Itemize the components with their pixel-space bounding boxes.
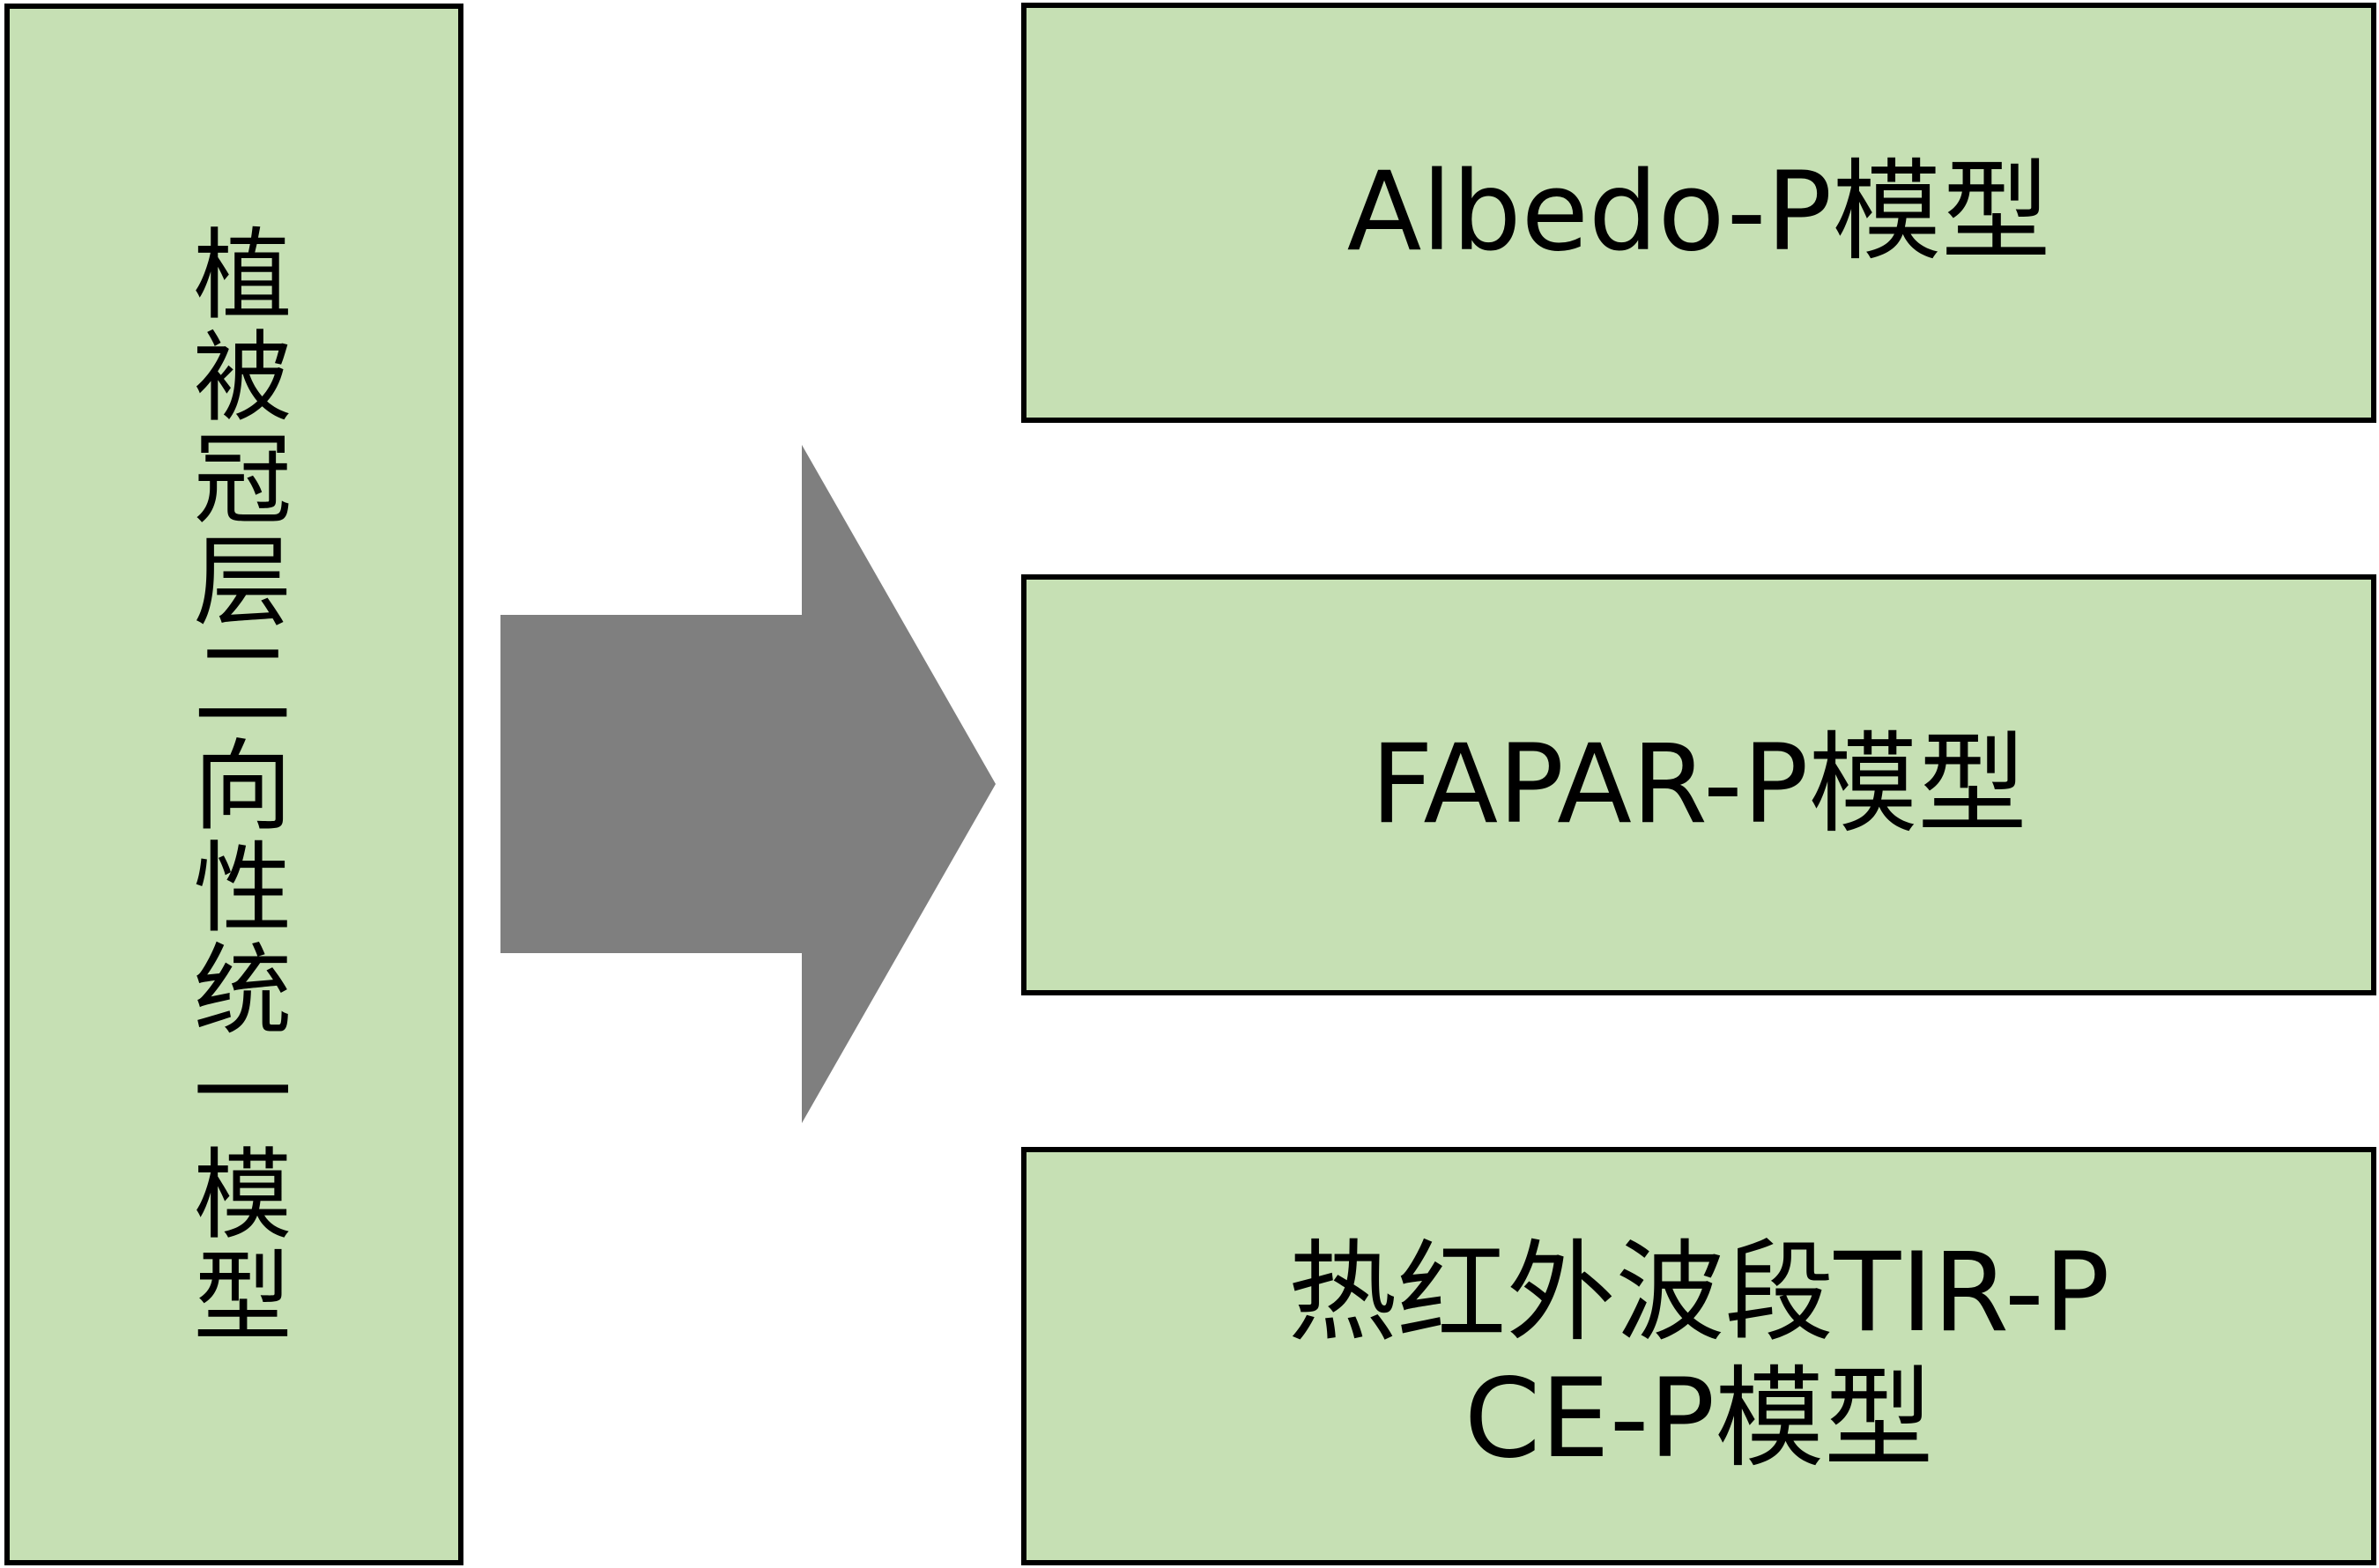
unified-model-title: 植被冠层二向性统一模型 xyxy=(176,222,292,1347)
tir-pce-p-model-label-line2: CE-P模型 xyxy=(1464,1355,1934,1483)
arrow-shape xyxy=(500,445,996,1123)
fapar-p-model-label: FAPAR-P模型 xyxy=(1370,721,2027,848)
fapar-p-model-box: FAPAR-P模型 xyxy=(1021,574,2376,995)
albedo-p-model-box: Albedo-P模型 xyxy=(1021,3,2376,423)
albedo-p-model-label: Albedo-P模型 xyxy=(1346,149,2051,277)
tir-pce-p-model-box: 热红外波段TIR-P CE-P模型 xyxy=(1021,1147,2376,1565)
tir-pce-p-model-label-line1: 热红外波段TIR-P xyxy=(1287,1229,2110,1357)
unified-model-box: 植被冠层二向性统一模型 xyxy=(4,4,463,1565)
